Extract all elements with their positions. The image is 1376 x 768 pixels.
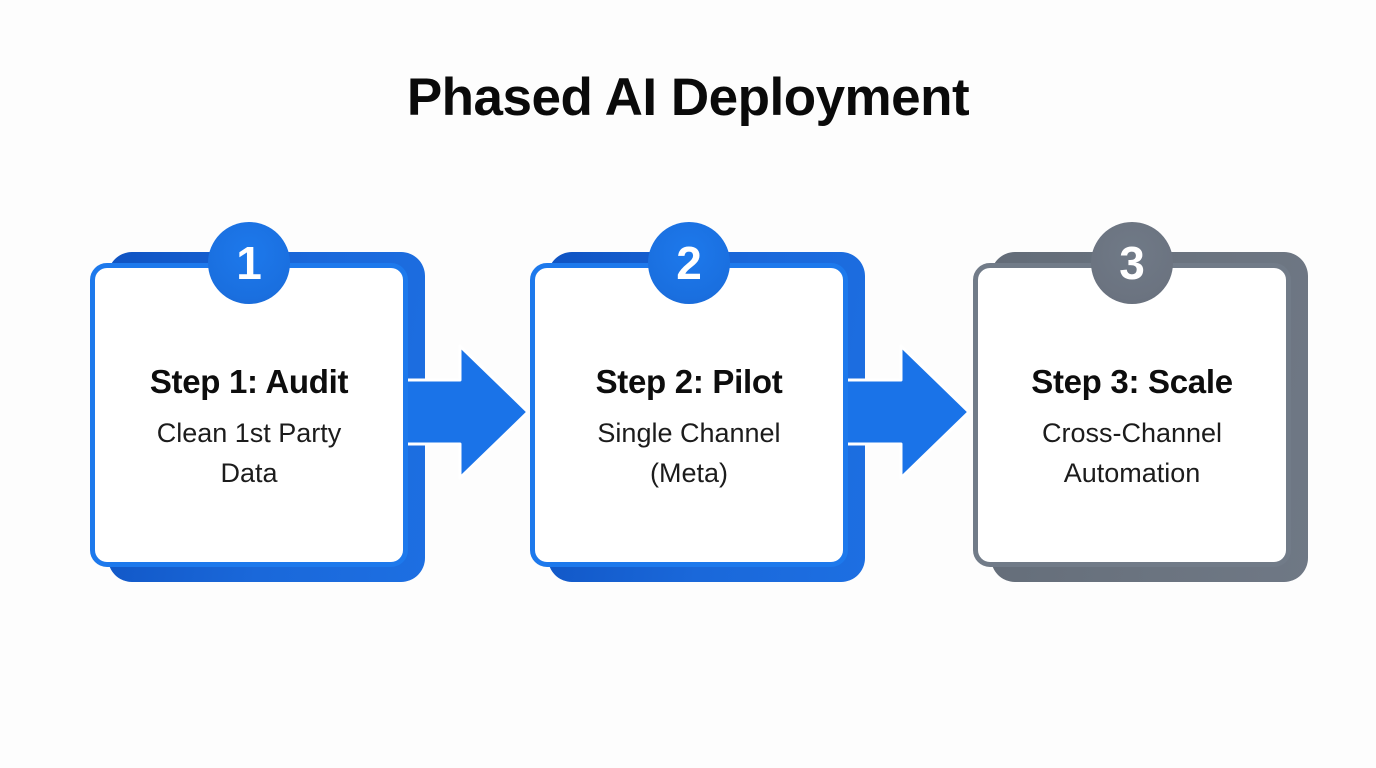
card-body: Step 1: Audit Clean 1st Party Data [90, 263, 408, 567]
step-heading: Step 1: Audit [149, 363, 349, 401]
diagram-title: Phased AI Deployment [406, 68, 970, 127]
arrow-right-icon [398, 344, 530, 480]
step-card-3: Step 3: Scale Cross-Channel Automation 3 [973, 222, 1308, 582]
card-body: Step 2: Pilot Single Channel (Meta) [530, 263, 848, 567]
step-card-1: Step 1: Audit Clean 1st Party Data 1 [90, 222, 425, 582]
step-description: Clean 1st Party Data [156, 417, 342, 488]
step-description: Single Channel (Meta) [597, 417, 781, 488]
step-heading: Step 3: Scale [1031, 363, 1233, 401]
step-number-badge: 2 [648, 222, 730, 304]
step-heading: Step 2: Pilot [595, 363, 783, 401]
step-number-badge: 3 [1091, 222, 1173, 304]
arrow-right-icon [839, 344, 971, 480]
step-number-badge: 1 [208, 222, 290, 304]
card-body: Step 3: Scale Cross-Channel Automation [973, 263, 1291, 567]
step-card-2: Step 2: Pilot Single Channel (Meta) 2 [530, 222, 865, 582]
step-description: Cross-Channel Automation [1041, 417, 1223, 488]
